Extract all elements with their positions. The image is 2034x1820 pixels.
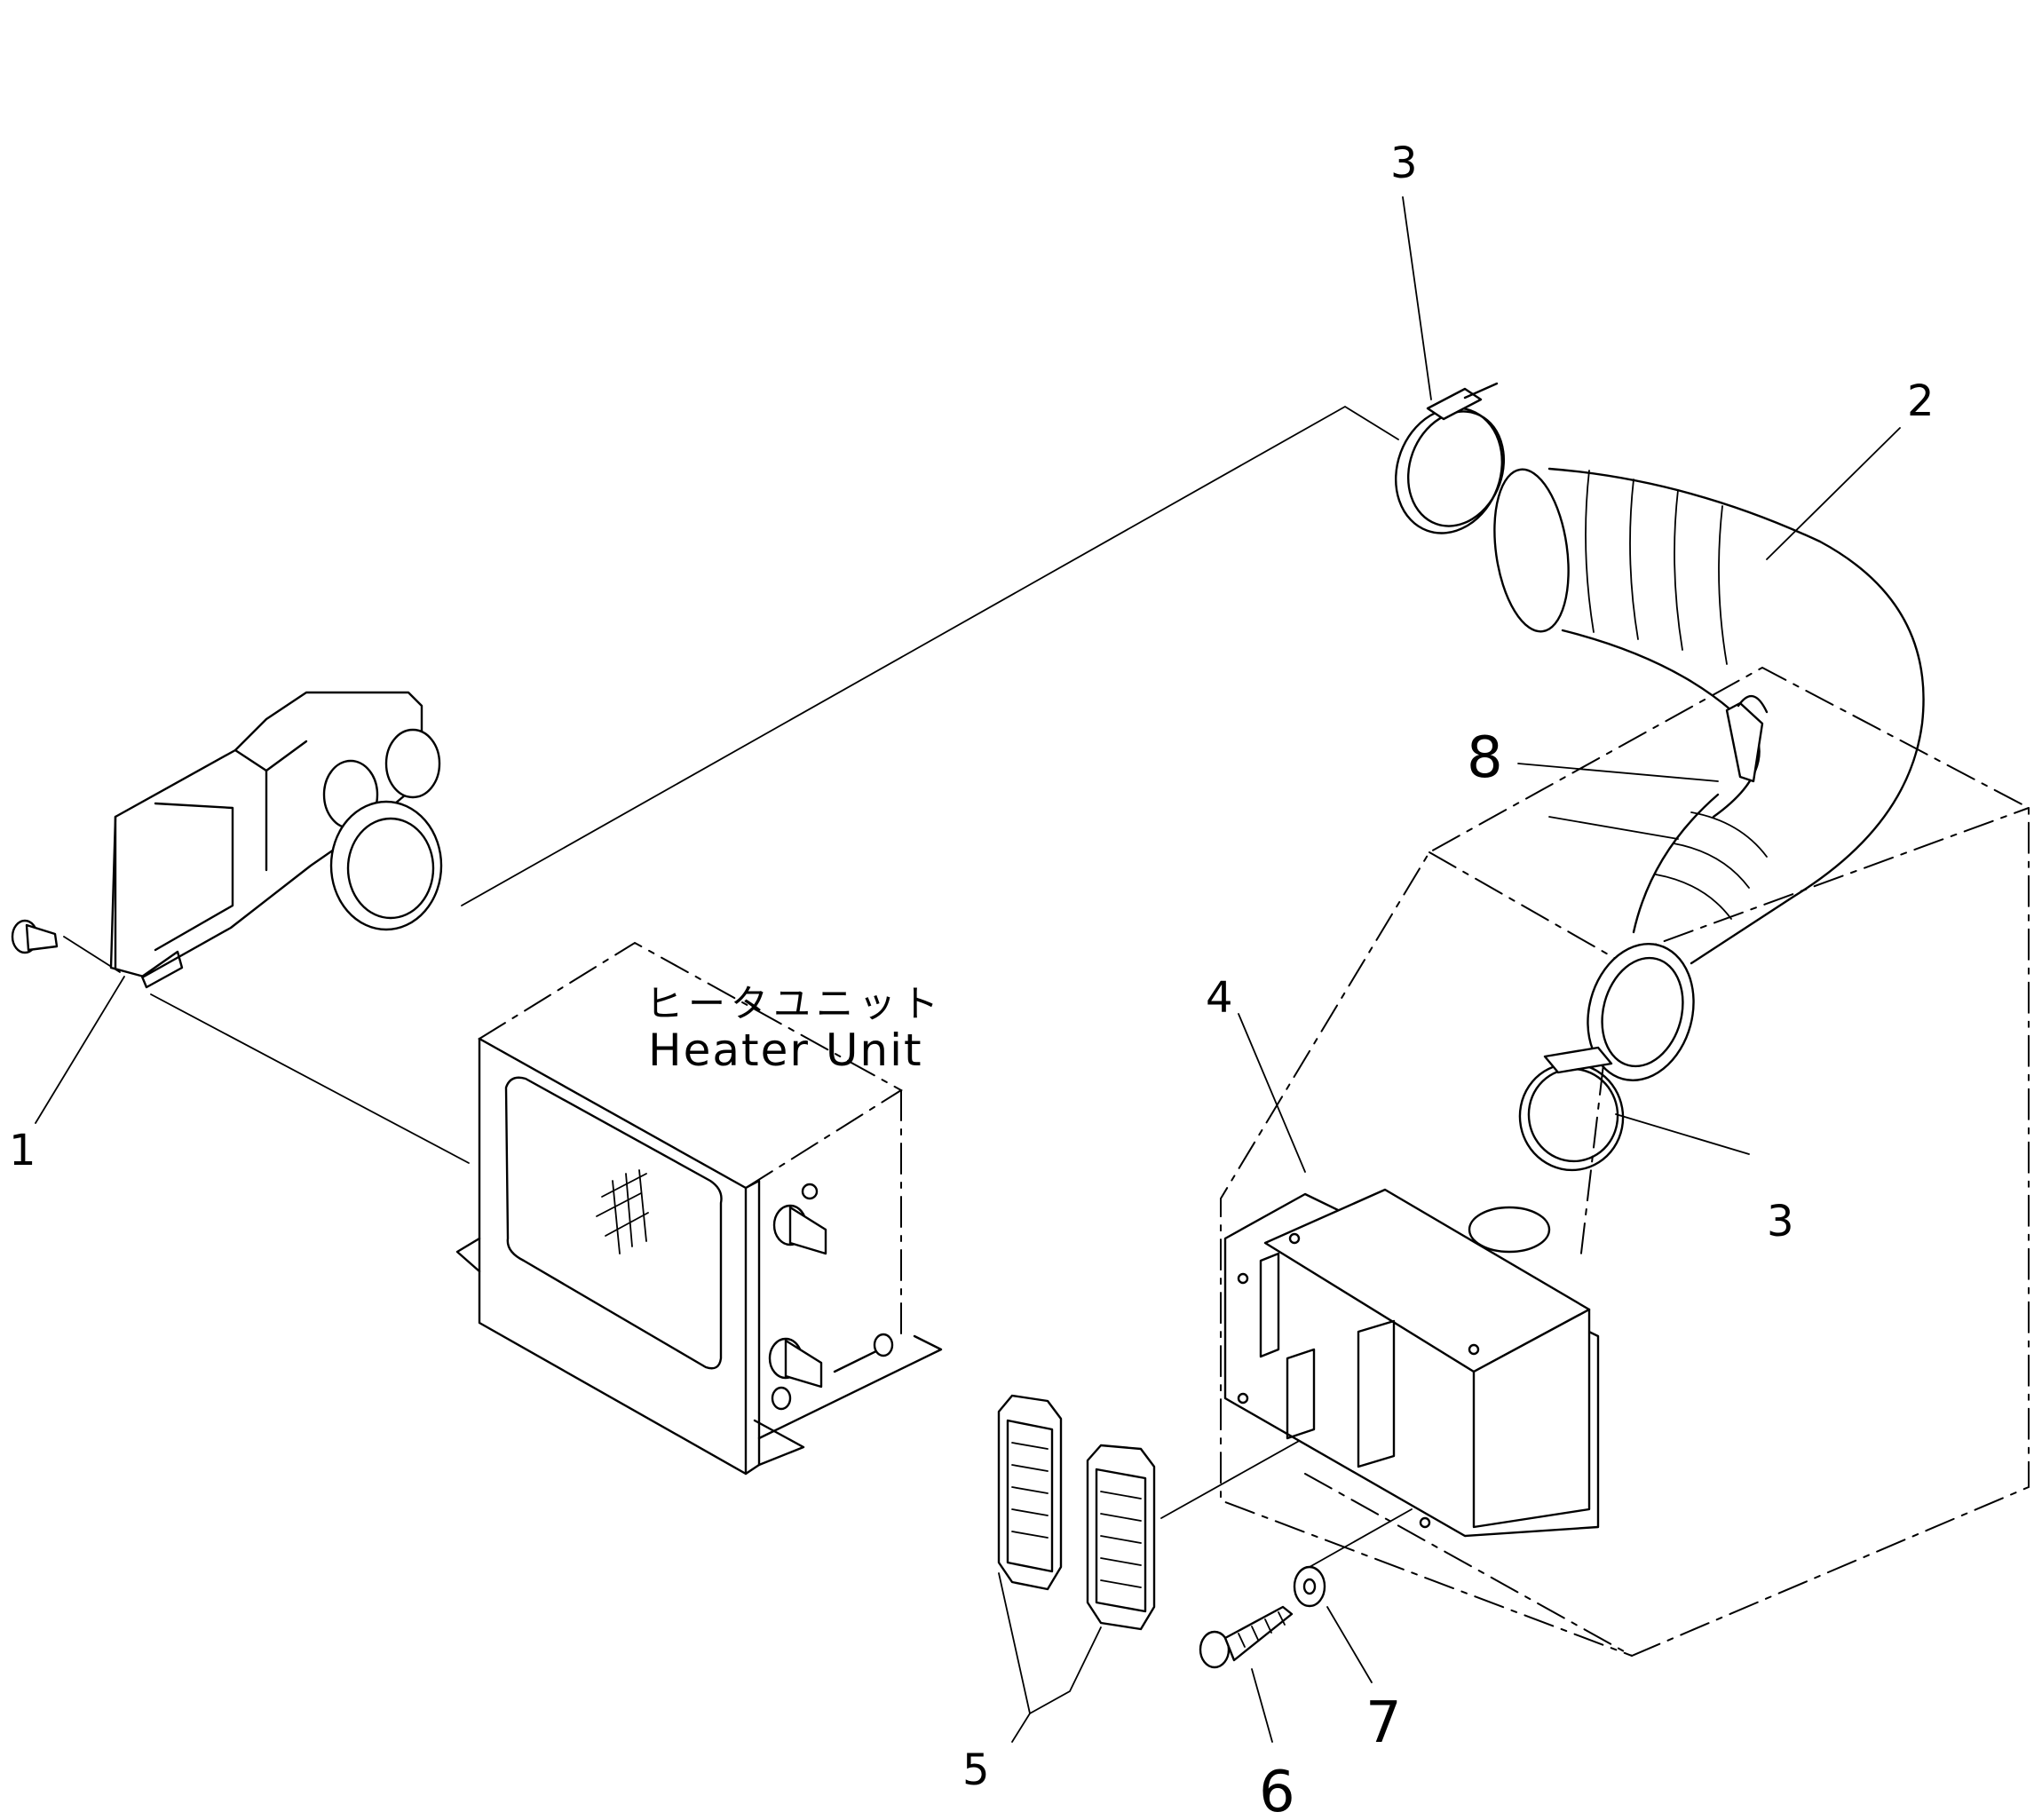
hose-clamp-part-3-top [1394,382,1506,534]
callout-2: 2 [1907,376,1935,426]
band-part-8 [1725,695,1769,783]
vent-box-part-4 [1223,1188,1600,1538]
callout-5: 5 [962,1745,990,1795]
callout-8: 8 [1467,725,1503,791]
screw-icon [11,919,59,954]
tapping-screw-part-6 [1199,1605,1294,1669]
callout-3-top: 3 [1390,138,1418,188]
washer-part-7 [1293,1565,1326,1608]
heater-unit: ヒータユニット Heater Unit [455,941,944,1476]
leader-lines [63,405,1679,1568]
heater-unit-label-jp: ヒータユニット [645,982,944,1025]
callout-3-mid: 3 [1767,1197,1794,1246]
vent-grille-part-5-left [997,1394,1063,1591]
callout-leaders [35,196,1901,1743]
callout-7: 7 [1365,1690,1402,1756]
callout-numbers: 1 2 3 3 4 5 6 7 8 [9,138,1935,1820]
callout-4: 4 [1206,973,1233,1023]
heater-unit-label-en: Heater Unit [648,1025,923,1076]
cab-outline [1220,666,2030,1658]
hose-clamp-part-3-mid [1518,1046,1625,1172]
vent-grille-part-5-right [1086,1444,1156,1631]
air-duct-part-1 [109,691,443,989]
callout-1: 1 [9,1126,36,1175]
callout-6: 6 [1259,1760,1295,1816]
flexible-hose-part-2 [1493,467,1925,1082]
